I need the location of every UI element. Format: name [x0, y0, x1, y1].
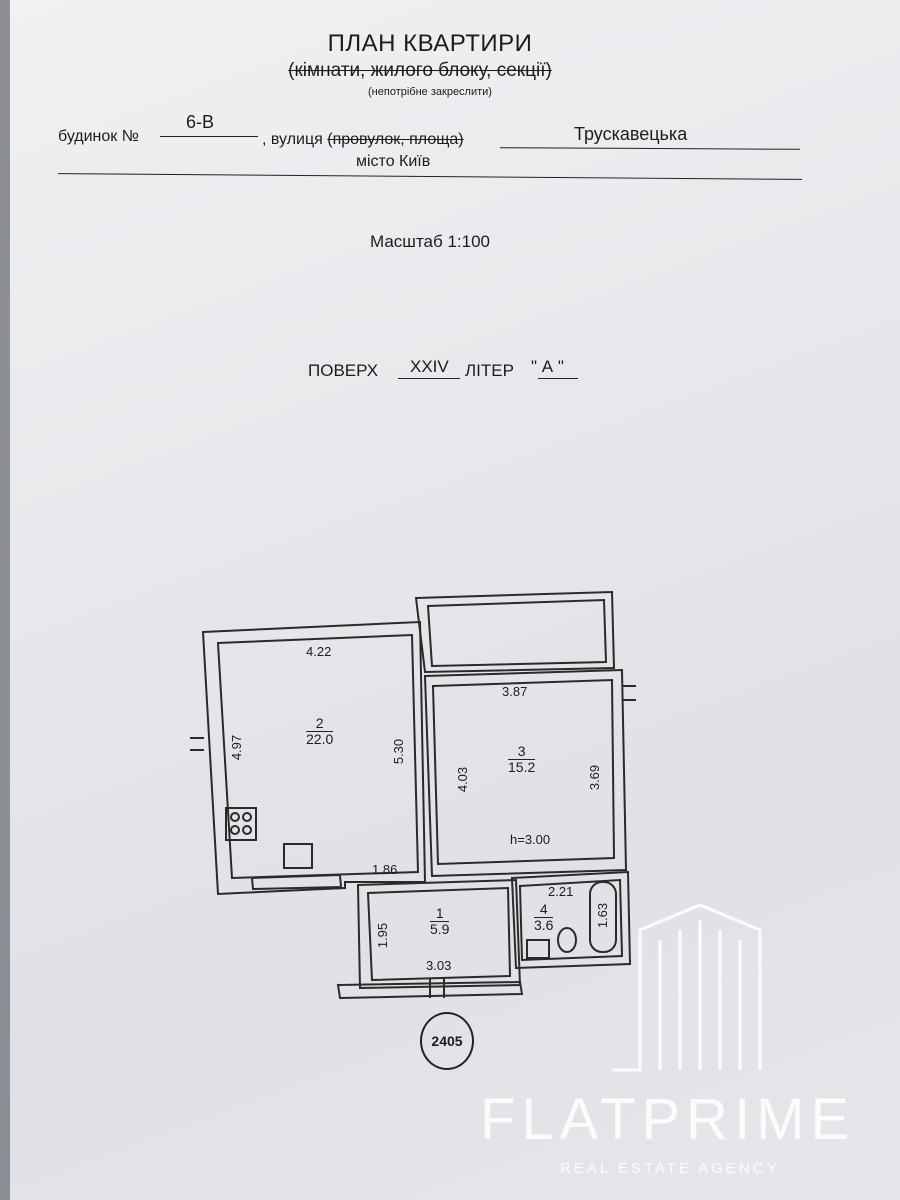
- dim-corridor-bottom: 3.03: [426, 958, 452, 973]
- floor-label: ПОВЕРХ: [308, 361, 379, 380]
- watermark-name: FLATPRIME: [480, 1087, 856, 1152]
- dim-room2-left: 4.97: [229, 734, 245, 761]
- city-name: місто Київ: [356, 153, 431, 170]
- letter-label: ЛІТЕР: [465, 361, 514, 380]
- house-number: 6-В: [186, 112, 215, 132]
- document-subtitle: (кімнати, жилого блоку, секції): [288, 60, 552, 81]
- stove-icon: [225, 807, 257, 841]
- dim-room3-left: 4.03: [455, 766, 471, 793]
- dim-room2-right: 5.30: [391, 738, 407, 765]
- kitchen-strip: [250, 873, 343, 891]
- dim-room2-width: 4.22: [306, 644, 332, 659]
- sink-icon: [283, 843, 313, 869]
- window-mark-left: [190, 737, 204, 751]
- dim-bath-width: 2.21: [548, 884, 574, 899]
- dim-room3-width: 3.87: [502, 684, 528, 699]
- room-2-outline: [201, 620, 427, 896]
- room-1-inner: [366, 886, 512, 982]
- room-3-inner: [431, 678, 616, 866]
- document-title: ПЛАН КВАРТИРИ: [327, 30, 533, 57]
- subtitle-note: (непотрібне закреслити): [368, 86, 492, 98]
- balcony-inner: [426, 598, 608, 668]
- room-3-outline: [423, 668, 628, 878]
- window-mark-right: [622, 685, 636, 701]
- floor-underline: [398, 378, 460, 379]
- door-mark-bottom: [429, 978, 445, 998]
- watermark-tagline: REAL ESTATE AGENCY: [560, 1160, 780, 1177]
- dim-bath-height: 1.63: [595, 902, 611, 929]
- toilet-icon: [557, 927, 577, 953]
- dim-corridor-left: 1.95: [375, 922, 391, 949]
- letter-underline: [538, 378, 578, 379]
- street-label: , вулиця (провулок, площа): [262, 131, 464, 148]
- apartment-number: 2405: [420, 1012, 474, 1070]
- house-number-underline: [160, 136, 258, 137]
- street-name: Трускавецька: [574, 124, 688, 144]
- letter-value: " А ": [531, 357, 564, 376]
- ceiling-height: h=3.00: [510, 832, 551, 847]
- dim-corridor-top: 1.86: [372, 862, 398, 877]
- house-label: будинок №: [58, 128, 139, 145]
- dim-room3-right: 3.69: [587, 764, 603, 791]
- washbasin-icon: [526, 939, 550, 959]
- room-2-inner: [216, 633, 420, 880]
- floor-value: XXIV: [410, 357, 449, 376]
- entrance-wall: [336, 980, 524, 1000]
- balcony-outline: [414, 590, 616, 674]
- scale-label: Масштаб 1:100: [370, 232, 490, 251]
